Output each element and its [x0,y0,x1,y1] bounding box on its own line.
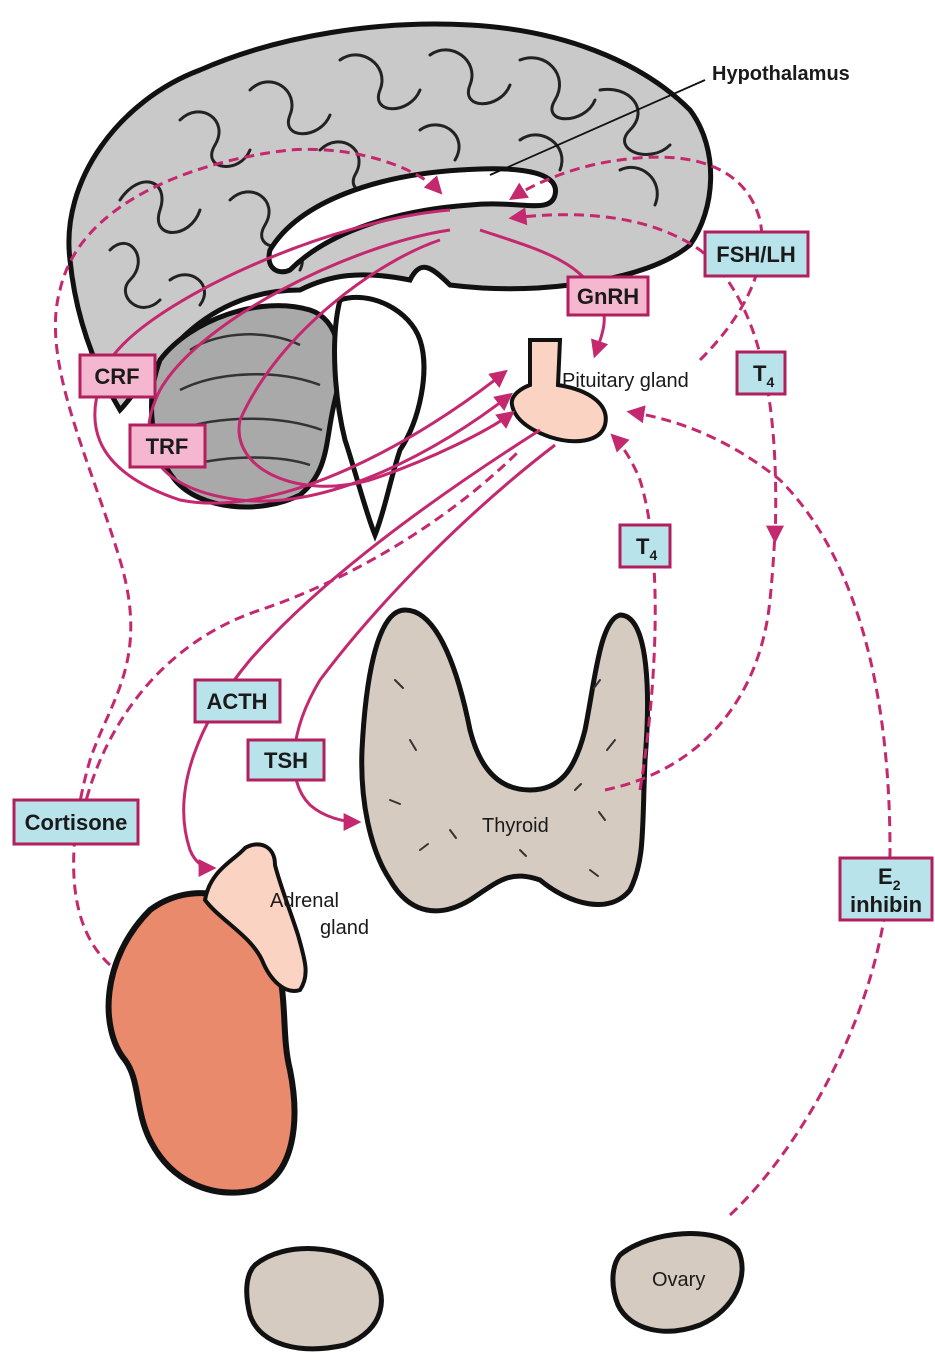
e2-inhibin-box: E2 inhibin [840,858,932,920]
adrenal-label-line1: Adrenal [270,890,339,912]
left-ovary [247,1249,382,1349]
gnrh-label: GnRH [577,284,639,309]
fsh-lh-label: FSH/LH [716,242,795,267]
hypothalamus-label: Hypothalamus [712,63,850,85]
gnrh-box: GnRH [568,277,648,315]
t4-box-center: T4 [620,525,670,567]
pituitary-label: Pituitary gland [562,370,689,392]
brain-stem [335,297,424,535]
t4-box-right: T4 [737,352,785,394]
cortisone-label: Cortisone [25,810,128,835]
thyroid-label: Thyroid [482,815,549,837]
trf-box: TRF [130,425,205,467]
acth-label: ACTH [206,689,267,714]
thyroid [362,610,648,911]
inhibin-label: inhibin [850,892,922,917]
tsh-label: TSH [264,748,308,773]
tsh-box: TSH [248,740,324,780]
fsh-lh-box: FSH/LH [705,232,808,276]
ovary-label: Ovary [652,1269,705,1291]
adrenal-label-line2: gland [320,917,369,939]
crf-label: CRF [94,364,139,389]
crf-box: CRF [80,355,155,397]
cortisone-box: Cortisone [14,800,138,844]
acth-box: ACTH [195,680,280,722]
trf-label: TRF [146,434,189,459]
